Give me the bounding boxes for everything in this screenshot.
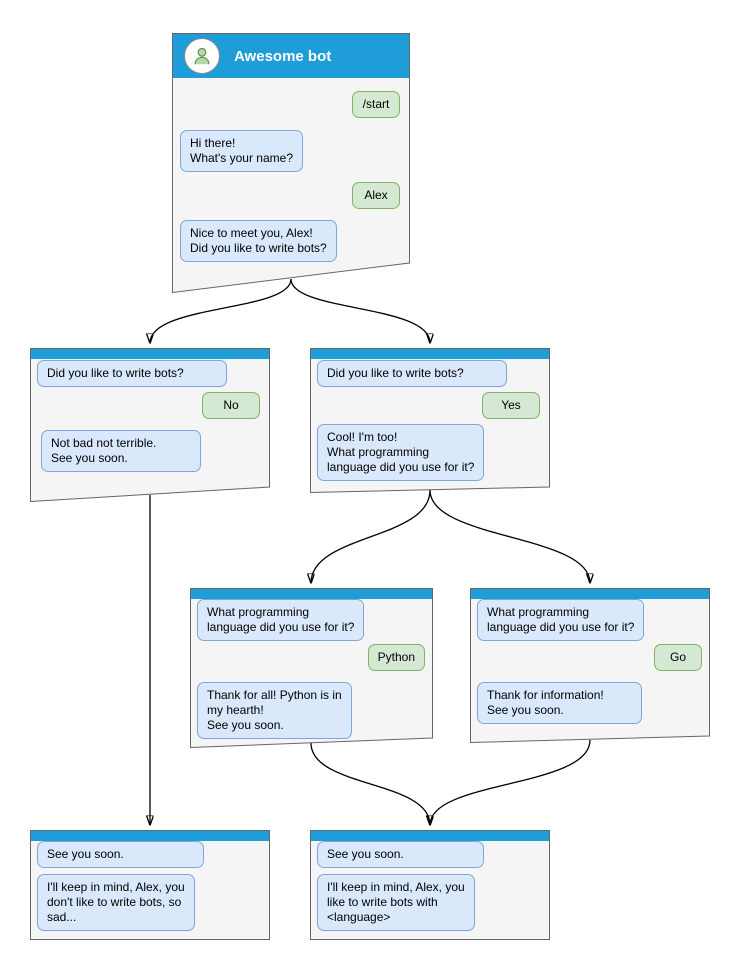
bot-message-question: Nice to meet you, Alex! Did you like to … <box>180 220 337 262</box>
user-message-answer: Python <box>367 644 425 671</box>
window-titlebar <box>31 349 269 359</box>
window-titlebar <box>311 831 549 841</box>
user-message-answer: No <box>202 392 260 419</box>
bot-message-question: Did you like to write bots? <box>37 360 227 387</box>
bot-message-reply: Thank for information! See you soon. <box>477 682 642 724</box>
window-titlebar <box>31 831 269 841</box>
connector-go-to-end <box>430 739 591 825</box>
window-titlebar <box>191 589 432 599</box>
bot-avatar-icon <box>184 38 220 74</box>
bot-message-question: What programming language did you use fo… <box>197 599 365 641</box>
bot-message-farewell: See you soon. <box>317 841 484 868</box>
bot-message-greeting: Hi there! What's your name? <box>180 130 304 172</box>
chat-window-root: Awesome bot /start Hi there! What's your… <box>172 33 410 293</box>
connector-python-to-end <box>310 742 430 825</box>
bot-message-summary: I'll keep in mind, Alex, you like to wri… <box>317 874 475 931</box>
chat-window-branch-python: What programming language did you use fo… <box>190 588 433 748</box>
chat-window-branch-yes: Did you like to write bots? Yes Cool! I'… <box>310 348 550 493</box>
bot-message-reply: Not bad not terrible. See you soon. <box>41 430 201 472</box>
user-message-start: /start <box>352 91 400 118</box>
chat-window-end-yes: See you soon. I'll keep in mind, Alex, y… <box>310 830 550 940</box>
chat-window-branch-go: What programming language did you use fo… <box>470 588 710 743</box>
chat-window-branch-no: Did you like to write bots? No Not bad n… <box>30 348 270 502</box>
chat-title: Awesome bot <box>234 47 332 65</box>
bot-message-question: What programming language did you use fo… <box>477 599 645 641</box>
user-message-answer: Go <box>654 644 702 671</box>
window-titlebar <box>311 349 549 359</box>
bot-message-summary: I'll keep in mind, Alex, you don't like … <box>37 874 195 931</box>
user-message-name: Alex <box>352 182 400 209</box>
bot-message-reply: Thank for all! Python is in my hearth! S… <box>197 682 352 739</box>
window-titlebar <box>471 589 709 599</box>
connector-yes-to-go <box>429 489 590 583</box>
connector-yes-to-python <box>311 489 431 583</box>
bot-message-farewell: See you soon. <box>37 841 204 868</box>
user-message-answer: Yes <box>482 392 540 419</box>
bot-message-reply: Cool! I'm too! What programming language… <box>317 424 485 481</box>
chat-window-end-no: See you soon. I'll keep in mind, Alex, y… <box>30 830 270 940</box>
bot-message-question: Did you like to write bots? <box>317 360 507 387</box>
chat-header: Awesome bot <box>173 34 409 78</box>
